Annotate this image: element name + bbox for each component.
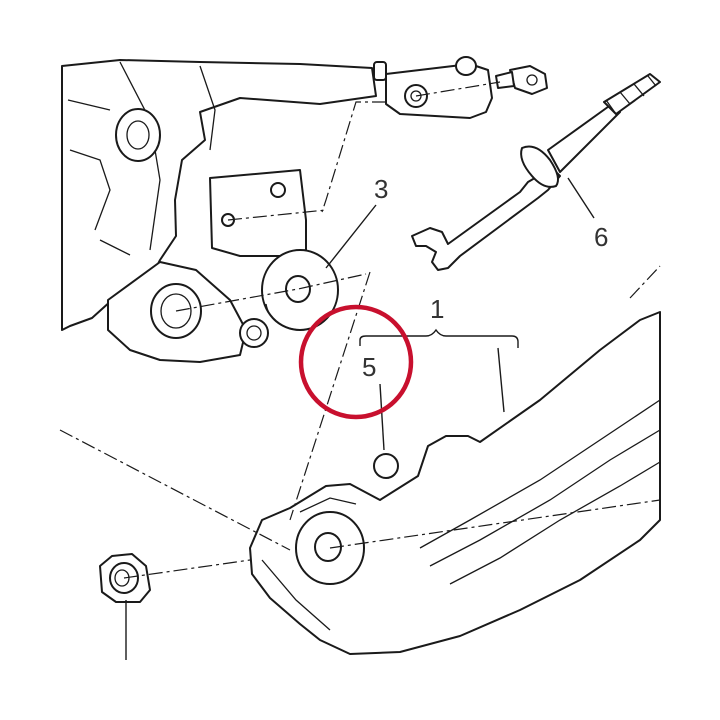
highlight-ring bbox=[298, 304, 414, 420]
center-lines bbox=[59, 81, 661, 579]
washer-part-3 bbox=[261, 249, 339, 331]
callout-5: 5 bbox=[362, 352, 376, 382]
callout-1: 1 bbox=[430, 294, 444, 324]
lever-part-1 bbox=[249, 311, 661, 655]
ball-part-5 bbox=[373, 453, 399, 479]
callout-6: 6 bbox=[594, 222, 608, 252]
leader-lines bbox=[125, 177, 595, 660]
mounting-bracket bbox=[209, 169, 307, 257]
callout-3: 3 bbox=[374, 174, 388, 204]
frame-casting bbox=[61, 59, 377, 363]
tool-part-6 bbox=[411, 73, 661, 271]
hex-bolt bbox=[495, 65, 548, 95]
upper-bracket bbox=[373, 56, 493, 119]
